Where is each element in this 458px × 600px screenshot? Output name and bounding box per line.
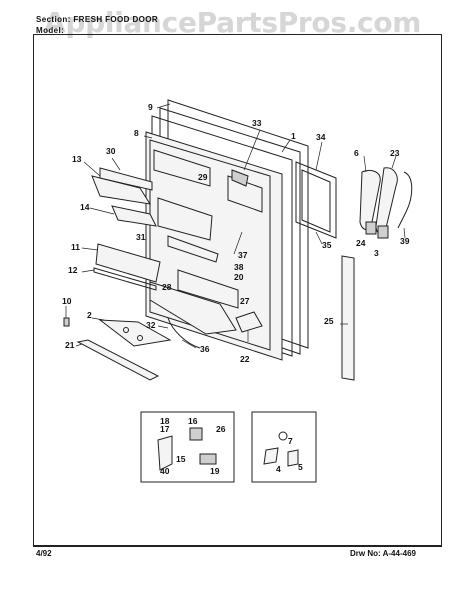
door-assembly	[145, 99, 309, 361]
callout-7: 7	[288, 436, 293, 446]
callout-22: 22	[240, 354, 250, 364]
handle-hardware	[359, 167, 413, 239]
callout-27: 27	[240, 296, 250, 306]
trim-strip-25	[341, 255, 355, 381]
hinge-40	[157, 435, 173, 471]
screw-10	[63, 317, 70, 327]
part-3	[377, 225, 389, 239]
tray-detail	[137, 335, 143, 341]
panel-34	[295, 161, 337, 239]
callout-20: 20	[234, 272, 244, 282]
callout-12: 12	[68, 265, 78, 275]
callout-13: 13	[72, 154, 82, 164]
callout-21: 21	[65, 340, 75, 350]
diagram-frame	[33, 34, 442, 546]
callout-31: 31	[136, 232, 146, 242]
callout-30: 30	[106, 146, 116, 156]
callout-37: 37	[238, 250, 248, 260]
part-24	[365, 221, 377, 235]
callout-2: 2	[87, 310, 92, 320]
callout-36: 36	[200, 344, 210, 354]
part-22	[235, 311, 263, 333]
part-33	[231, 169, 249, 187]
part-4	[263, 447, 279, 465]
part-16	[189, 427, 203, 441]
callout-3: 3	[374, 248, 379, 258]
shelf-rail	[167, 235, 219, 263]
callout-24: 24	[356, 238, 366, 248]
callout-17: 17	[160, 424, 170, 434]
callout-14: 14	[80, 202, 90, 212]
shelf-30	[99, 167, 153, 191]
callout-29: 29	[198, 172, 208, 182]
tray-2	[98, 319, 172, 347]
callout-35: 35	[322, 240, 332, 250]
part-7	[278, 431, 288, 441]
part-5	[287, 449, 299, 467]
callout-39: 39	[400, 236, 410, 246]
callout-40: 40	[160, 466, 170, 476]
liner-inner-edge	[149, 139, 271, 351]
footer-divider	[33, 546, 442, 547]
callout-32: 32	[146, 320, 156, 330]
callout-28: 28	[162, 282, 172, 292]
panel-35	[301, 169, 331, 233]
watermark: AppliancePartsPros.com	[44, 6, 422, 39]
tray-detail	[123, 327, 129, 333]
bin-38-20	[177, 269, 239, 309]
footer-date: 4/92	[36, 549, 52, 558]
callout-9: 9	[148, 102, 153, 112]
footer-drawing-number: Drw No: A-44-469	[350, 549, 416, 558]
butter-compartment	[157, 197, 213, 241]
control-housing	[227, 175, 263, 213]
hinge-kit-box-left	[140, 411, 235, 483]
callout-26: 26	[216, 424, 226, 434]
wire-36	[167, 317, 201, 349]
leader-lines	[65, 103, 406, 349]
callout-33: 33	[252, 118, 262, 128]
bin-12-rail	[93, 267, 157, 291]
callout-4: 4	[276, 464, 281, 474]
drawing-number: A-44-469	[382, 549, 416, 558]
upper-shelf-recess	[153, 149, 211, 187]
bin-11	[95, 243, 161, 283]
lower-bin-28	[149, 281, 237, 335]
section-label: Section:	[36, 15, 71, 24]
callout-5: 5	[298, 462, 303, 472]
callout-15: 15	[176, 454, 186, 464]
callout-8: 8	[134, 128, 139, 138]
model-label: Model:	[36, 26, 65, 35]
section-header: Section: FRESH FOOD DOOR	[36, 15, 158, 24]
part-39-trim	[397, 171, 413, 229]
callout-18: 18	[160, 416, 170, 426]
callout-11: 11	[71, 242, 80, 252]
callout-16: 16	[188, 416, 198, 426]
part-19	[199, 453, 217, 465]
strip-21	[76, 339, 160, 381]
callout-25: 25	[324, 316, 334, 326]
section-value: FRESH FOOD DOOR	[73, 15, 159, 24]
model-header: Model:	[36, 26, 64, 35]
drawing-label: Drw No:	[350, 549, 381, 558]
callout-34: 34	[316, 132, 326, 142]
hinge-kit-box-right	[251, 411, 317, 483]
callout-19: 19	[210, 466, 220, 476]
shelf-14	[111, 205, 157, 227]
callout-23: 23	[390, 148, 400, 158]
callout-1: 1	[291, 131, 296, 141]
callout-10: 10	[62, 296, 72, 306]
callout-38: 38	[234, 262, 244, 272]
callout-6: 6	[354, 148, 359, 158]
